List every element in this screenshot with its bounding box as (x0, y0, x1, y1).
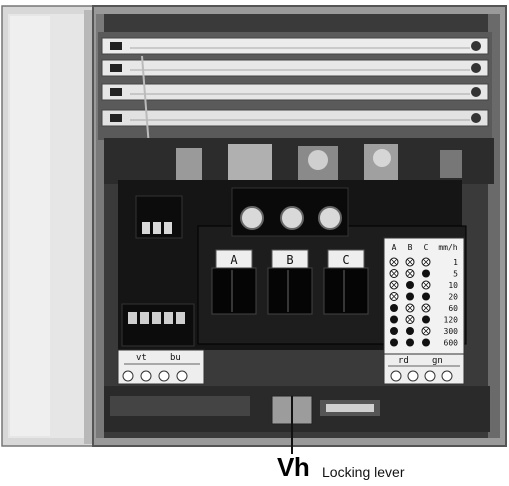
filled-dot-icon (406, 281, 414, 289)
speed-value: 300 (444, 327, 459, 336)
filled-dot-icon (422, 269, 430, 278)
callout-line (291, 396, 293, 454)
speed-table: A B C mm/h 1 5 10 20 60 120 300 600 (383, 237, 465, 355)
speed-header-b: B (408, 243, 413, 252)
slot-a[interactable] (211, 267, 257, 315)
cross-mark (391, 270, 397, 277)
filled-dot-icon (422, 338, 430, 347)
speed-value: 1 (453, 258, 458, 267)
indicator-b (280, 206, 304, 230)
slot-c[interactable] (323, 267, 369, 315)
indicator-a (240, 206, 264, 230)
mechanism (104, 138, 494, 184)
cross-mark (391, 259, 397, 265)
filled-dot-icon (390, 327, 398, 335)
left-terminal-label-1: vt (136, 353, 147, 363)
cross-mark (423, 259, 429, 265)
filled-dot-icon (422, 315, 430, 324)
cross-mark (407, 270, 413, 277)
filled-dot-icon (406, 338, 414, 347)
speed-header-c: C (424, 243, 429, 252)
filled-dot-icon (390, 338, 398, 347)
cross-mark (391, 282, 397, 288)
cross-mark (423, 328, 429, 334)
speed-header-a: A (392, 243, 397, 252)
right-terminal-label-2: gn (432, 356, 443, 366)
speed-header-unit: mm/h (438, 243, 457, 252)
filled-dot-icon (390, 304, 398, 312)
indicator-c (318, 206, 342, 230)
bottom-strip (104, 386, 490, 432)
right-terminal-block: rd gn (383, 353, 465, 385)
cross-mark (407, 316, 413, 323)
open-door (1, 5, 95, 447)
cross-mark (423, 282, 429, 288)
speed-value: 5 (453, 270, 458, 279)
scale-rails (98, 32, 492, 161)
filled-dot-icon (406, 327, 414, 335)
slot-b[interactable] (267, 267, 313, 315)
right-terminal-label-1: rd (398, 356, 409, 366)
slot-label-a: A (230, 253, 238, 267)
cross-mark (407, 259, 413, 265)
speed-value: 600 (444, 339, 459, 348)
speed-value: 10 (448, 281, 458, 290)
filled-dot-icon (406, 292, 414, 301)
speed-value: 120 (444, 316, 459, 325)
speed-value: 20 (448, 293, 458, 302)
left-terminal-label-2: bu (170, 353, 181, 363)
filled-dot-icon (390, 315, 398, 324)
slot-label-b: B (286, 253, 293, 267)
slot-label-c: C (342, 253, 349, 267)
cross-mark (391, 293, 397, 300)
cross-mark (423, 305, 429, 311)
callout-description: Locking lever (322, 464, 405, 480)
callout-code: Vh (277, 452, 310, 482)
filled-dot-icon (422, 292, 430, 301)
cross-mark (407, 305, 413, 311)
speed-value: 60 (448, 304, 458, 313)
left-terminal-block: vt bu (117, 349, 205, 385)
